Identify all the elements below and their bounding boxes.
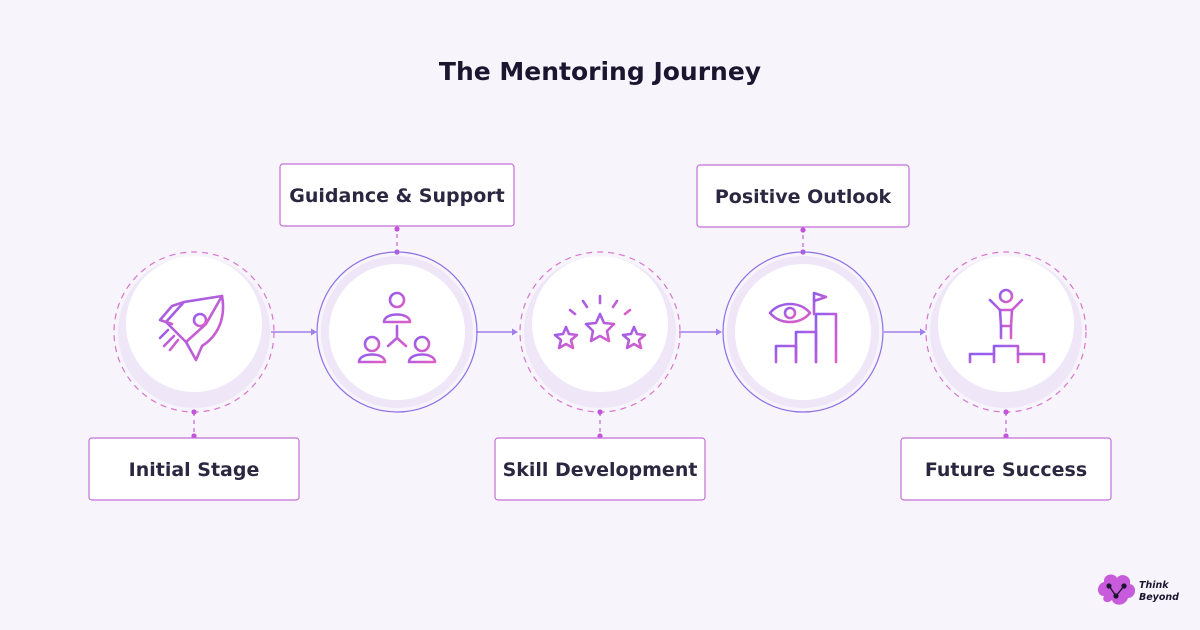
flow-arrow [271,328,317,336]
flow-arrow [679,328,722,336]
stage-label: Skill Development [503,459,698,481]
logo-text-line1: Think [1139,580,1169,591]
stage-label-box [900,437,1112,501]
flow-arrow [476,328,518,336]
stars-icon [553,294,647,350]
stage-label: Positive Outlook [715,186,892,208]
think-beyond-logo: Think Beyond [1098,574,1179,605]
logo-cloud-icon [1098,574,1136,605]
stage-label: Guidance & Support [289,185,504,207]
stage-ring [722,251,884,413]
stage-label: Future Success [925,459,1087,481]
stage-label: Initial Stage [129,459,260,481]
stage-ring [316,251,478,413]
diagram-title: The Mentoring Journey [439,57,761,86]
stage-guidance: Guidance & Support [279,163,515,413]
stage-initial: Initial Stage [88,251,300,501]
stage-outlook: Positive Outlook [696,164,910,413]
logo-text-line2: Beyond [1139,592,1179,603]
stage-skill: Skill Development [494,251,706,501]
stage-label-box [88,437,300,501]
vision-growth-icon [768,291,839,364]
winner-podium-icon [966,288,1048,364]
flow-arrow [884,328,926,336]
stage-success: Future Success [900,251,1112,501]
team-network-icon [357,291,437,364]
stage-label-box [494,437,706,501]
rocket-icon [158,294,225,362]
